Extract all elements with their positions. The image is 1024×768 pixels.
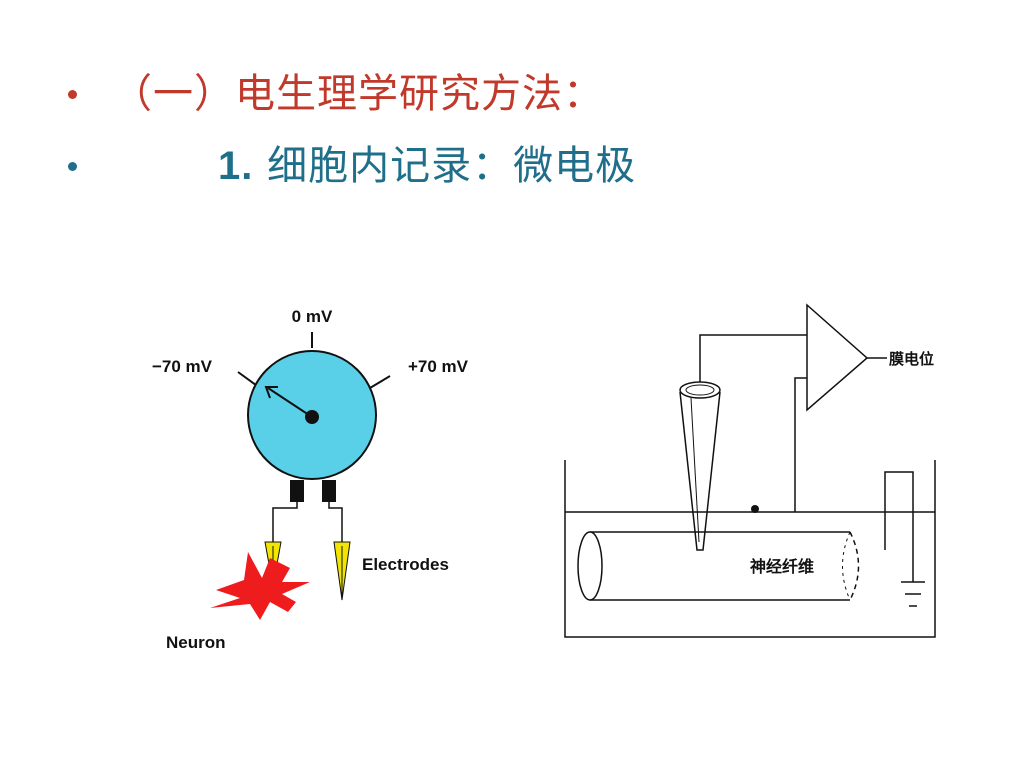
- heading-2-text: 细胞内记录：微电极: [253, 143, 637, 189]
- terminal-left: [290, 480, 304, 502]
- label-neg-70mv: −70 mV: [152, 357, 213, 376]
- pipette-inner-line: [690, 397, 700, 543]
- wire-reference-to-amp: [794, 377, 807, 512]
- bullet-dot-icon: [68, 90, 77, 99]
- bath-container: [564, 460, 936, 638]
- wire-right: [328, 502, 343, 542]
- fiber-right-end: [849, 531, 860, 601]
- voltmeter-diagram: 0 mV −70 mV +70 mV Electrodes Neuron: [152, 307, 469, 652]
- heading-2: 1. 细胞内记录：微电极: [218, 138, 636, 194]
- tick-pos: [369, 375, 391, 389]
- fiber-left-end: [577, 531, 603, 601]
- microelectrode-icon: [679, 391, 721, 551]
- bullet-dot-icon: [68, 162, 77, 171]
- fiber-right-end-hidden: [842, 531, 851, 601]
- label-membrane-potential: 膜电位: [889, 350, 934, 368]
- pipette-inner-rim: [685, 384, 715, 396]
- microelectrode-diagram: 神经纤维 膜电位: [564, 303, 936, 638]
- heading-1: （一）电生理学研究方法：: [112, 71, 604, 117]
- label-nerve-fiber: 神经纤维: [750, 557, 814, 576]
- label-electrodes: Electrodes: [362, 555, 449, 574]
- needle-arrowhead-icon: [264, 386, 278, 399]
- label-neuron: Neuron: [166, 633, 226, 652]
- ground-wire: [884, 471, 914, 582]
- wire-electrode-to-amp: [699, 334, 807, 382]
- heading-2-number: 1.: [218, 144, 254, 188]
- label-pos-70mv: +70 mV: [408, 357, 469, 376]
- terminal-right: [322, 480, 336, 502]
- wire-left: [272, 502, 298, 542]
- amplifier-icon: [806, 303, 869, 412]
- label-zero-mv: 0 mV: [292, 307, 333, 326]
- needle-pivot: [305, 410, 319, 424]
- voltmeter-needle: [267, 387, 313, 418]
- reference-electrode-dot: [751, 505, 759, 513]
- neuron-icon: [210, 552, 310, 620]
